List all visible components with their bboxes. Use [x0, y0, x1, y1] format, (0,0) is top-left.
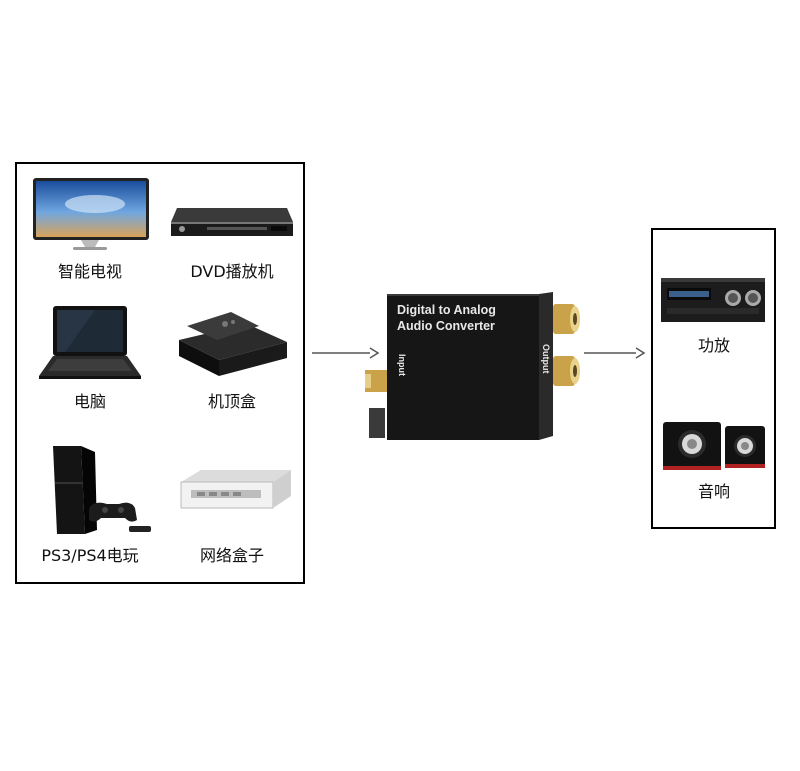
device-label: DVD播放机	[190, 262, 274, 281]
device-amplifier: 功放	[649, 270, 779, 356]
device-label: 电脑	[73, 392, 106, 411]
output-rca-jack	[553, 356, 575, 386]
device-speaker: 音响	[649, 416, 779, 502]
device-game-console: PS3/PS4电玩	[25, 442, 155, 566]
dac-converter-device: Digital to Analog Audio Converter Input …	[365, 292, 580, 440]
device-label: 功放	[697, 336, 730, 355]
arrow-to-outputs	[584, 347, 646, 359]
network-box-icon	[180, 470, 291, 509]
output-label: Output	[541, 344, 551, 374]
device-label: 网络盒子	[199, 546, 264, 565]
device-label: 智能电视	[57, 262, 122, 281]
set-top-box-icon	[179, 312, 287, 376]
output-rca-jack	[553, 304, 575, 334]
game-console-icon	[53, 446, 151, 534]
device-dvd-player: DVD播放机	[167, 174, 297, 282]
device-label: PS3/PS4电玩	[41, 546, 139, 565]
speaker-icon	[663, 422, 765, 470]
arrow-to-converter	[312, 347, 380, 359]
dvd-player-icon	[171, 208, 293, 236]
sources-panel: 智能电视 DVD播放机 电脑	[15, 162, 305, 584]
amplifier-icon	[661, 278, 765, 322]
device-computer: 电脑	[25, 304, 155, 412]
device-network-box: 网络盒子	[167, 442, 297, 566]
device-label: 机顶盒	[207, 392, 256, 411]
device-set-top-box: 机顶盒	[167, 304, 297, 412]
smart-tv-icon	[33, 178, 149, 250]
converter-title-line1: Digital to Analog	[397, 303, 496, 317]
laptop-icon	[39, 306, 141, 379]
device-smart-tv: 智能电视	[25, 174, 155, 282]
outputs-panel: 功放 音响	[651, 228, 776, 529]
converter-title-line2: Audio Converter	[397, 319, 495, 333]
input-label: Input	[397, 354, 407, 376]
rear-jack	[369, 408, 385, 438]
device-label: 音响	[697, 482, 730, 501]
